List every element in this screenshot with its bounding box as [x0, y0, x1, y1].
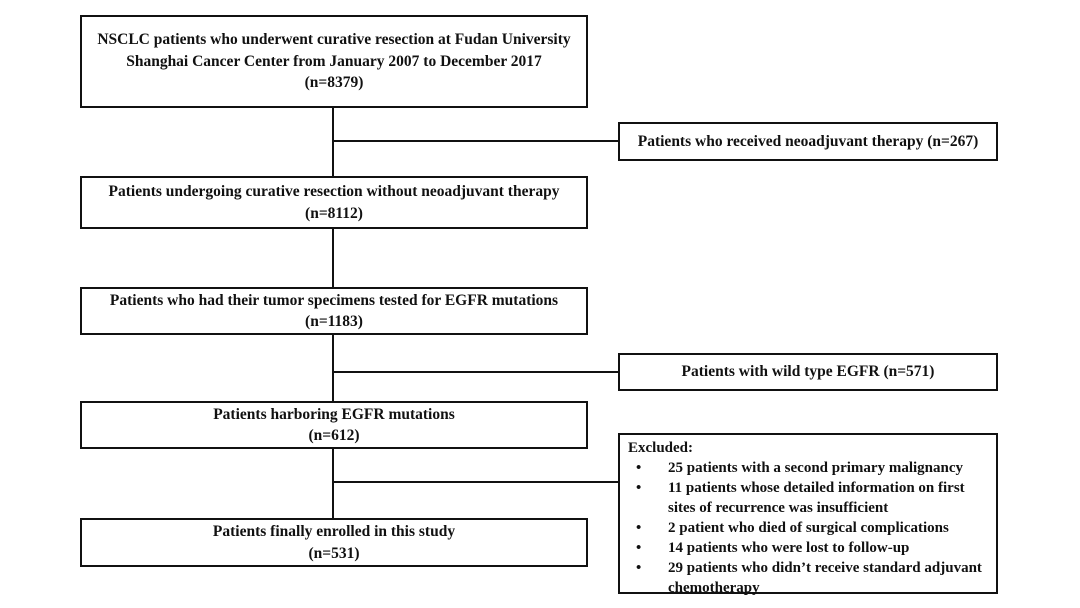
flow-box-neoadjuvant-excluded: Patients who received neoadjuvant therap… [618, 122, 998, 161]
flow-box-final-enrolled: Patients finally enrolled in this study … [80, 518, 588, 567]
excluded-item-text: 25 patients with a second primary malign… [668, 460, 964, 476]
box-label: Patients undergoing curative resection w… [108, 183, 560, 201]
excluded-item: • 14 patients who were lost to follow-up [626, 538, 990, 558]
bullet-icon: • [636, 560, 642, 576]
box-label: NSCLC patients who underwent curative re… [97, 31, 571, 70]
connector-egfr-tested-to-egfr-mutations [332, 335, 334, 401]
flow-box-wild-type-egfr: Patients with wild type EGFR (n=571) [618, 353, 998, 391]
connector-branch-excluded-reasons [334, 481, 618, 483]
bullet-icon: • [636, 520, 642, 536]
box-label: Patients with wild type EGFR (n=571) [681, 363, 935, 381]
box-label: Patients who received neoadjuvant therap… [637, 132, 979, 150]
connector-without-neoadjuvant-to-egfr-tested [332, 229, 334, 287]
box-count: (n=1183) [305, 313, 363, 330]
excluded-item: • 29 patients who didn’t receive standar… [626, 558, 990, 598]
box-count: (n=8112) [305, 204, 363, 222]
excluded-title: Excluded: [628, 440, 694, 456]
excluded-item-text: 11 patients whose detailed information o… [668, 480, 965, 516]
box-label: Patients finally enrolled in this study [212, 523, 456, 541]
excluded-item-text: 14 patients who were lost to follow-up [668, 540, 910, 556]
bullet-icon: • [636, 480, 642, 496]
box-label: Patients who had their tumor specimens t… [109, 291, 559, 309]
flow-box-initial-cohort: NSCLC patients who underwent curative re… [80, 15, 588, 108]
connector-branch-neoadjuvant-excluded [334, 140, 618, 142]
excluded-item-text: 2 patient who died of surgical complicat… [668, 520, 949, 536]
flow-box-egfr-mutations: Patients harboring EGFR mutations (n=612… [80, 401, 588, 449]
excluded-item: • 2 patient who died of surgical complic… [626, 518, 990, 538]
bullet-icon: • [636, 540, 642, 556]
box-label: Patients harboring EGFR mutations [213, 405, 455, 423]
connector-egfr-mutations-to-final-enrolled [332, 449, 334, 518]
excluded-item-text: 29 patients who didn’t receive standard … [668, 560, 982, 596]
box-count: (n=612) [308, 427, 360, 444]
bullet-icon: • [636, 460, 642, 476]
flow-box-without-neoadjuvant: Patients undergoing curative resection w… [80, 176, 588, 229]
excluded-item: • 25 patients with a second primary mali… [626, 458, 990, 478]
connector-branch-wild-type-egfr [334, 371, 618, 373]
box-count: (n=531) [308, 544, 360, 562]
flow-box-excluded-reasons: Excluded: • 25 patients with a second pr… [618, 433, 998, 596]
flow-box-egfr-tested: Patients who had their tumor specimens t… [80, 287, 588, 335]
connector-initial-to-without-neoadjuvant [332, 108, 334, 176]
box-count: (n=8379) [304, 74, 364, 92]
excluded-item: • 11 patients whose detailed information… [626, 478, 990, 518]
